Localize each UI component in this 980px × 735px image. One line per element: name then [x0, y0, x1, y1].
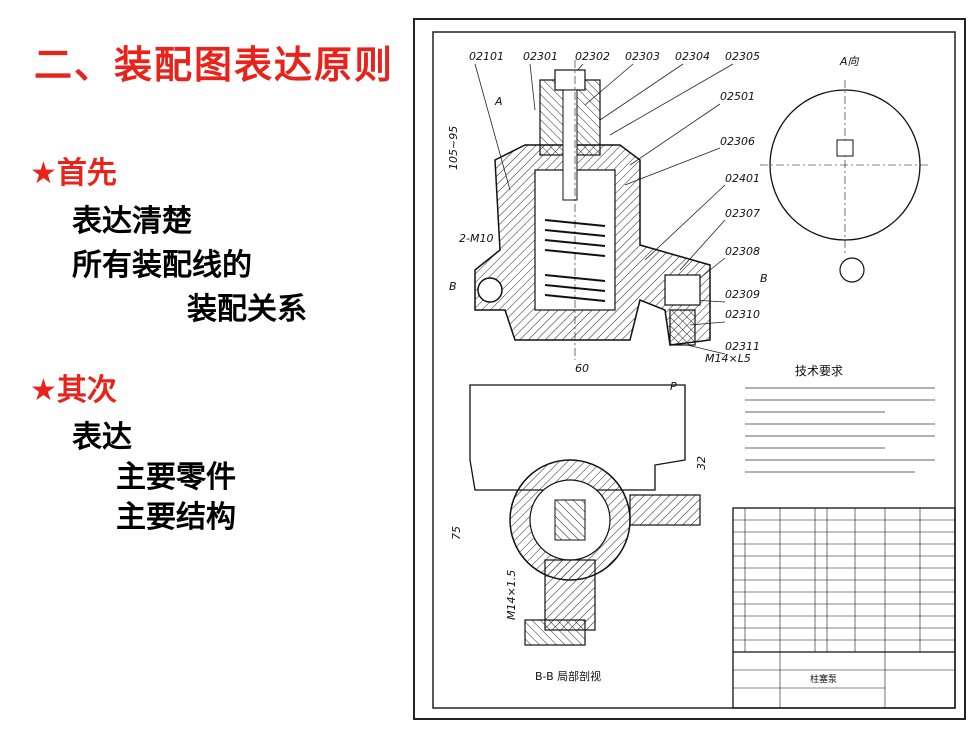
- lower-view: 60 P 32 75 M14×1.5 B-B 局部剖视: [450, 362, 708, 683]
- dim-m14: M14×L5: [705, 352, 751, 365]
- pn-02101: 02101: [469, 50, 504, 63]
- tech-req-title: 技术要求: [795, 364, 843, 378]
- pn-02304: 02304: [675, 50, 710, 63]
- pn-02308: 02308: [725, 245, 760, 258]
- section-view-label: B-B 局部剖视: [535, 669, 601, 683]
- second-heading: ★其次: [30, 373, 117, 408]
- label-b-left: B: [449, 280, 457, 293]
- pn-02501: 02501: [720, 90, 755, 103]
- dim-32: 32: [695, 456, 708, 470]
- label-p: P: [670, 380, 677, 393]
- pn-02401: 02401: [725, 172, 760, 185]
- pn-02311: 02311: [725, 340, 760, 353]
- pn-02303: 02303: [625, 50, 660, 63]
- title-block-name: 柱塞泵: [810, 673, 837, 685]
- pn-02306: 02306: [720, 135, 755, 148]
- first-heading: ★首先: [30, 156, 117, 191]
- dim-m14v: M14×1.5: [505, 570, 518, 620]
- second-line-2: 主要零件: [116, 460, 236, 495]
- dim-m10: 2-M10: [459, 232, 493, 245]
- label-b-right: B: [760, 272, 768, 285]
- pn-02302: 02302: [575, 50, 610, 63]
- dim-105: 105~95: [447, 126, 460, 170]
- pump-section-view: [474, 60, 711, 360]
- second-line-1: 表达: [72, 420, 132, 455]
- assembly-drawing: 02101 02301 02302 02303 02304 02305 0250…: [413, 18, 966, 720]
- assembly-drawing-svg: 02101 02301 02302 02303 02304 02305 0250…: [432, 31, 956, 709]
- label-a: A: [494, 95, 503, 108]
- pn-02310: 02310: [725, 308, 760, 321]
- first-line-2: 所有装配线的: [72, 248, 252, 283]
- pn-02309: 02309: [725, 288, 760, 301]
- pn-02307: 02307: [725, 207, 760, 220]
- title-block: [732, 507, 956, 709]
- pn-02305: 02305: [725, 50, 760, 63]
- a-view-label: A向: [839, 55, 860, 68]
- dim-60: 60: [575, 362, 589, 375]
- dim-75: 75: [450, 526, 463, 540]
- slide-title: 二、装配图表达原则: [34, 42, 395, 87]
- first-line-1: 表达清楚: [72, 204, 192, 239]
- second-line-3: 主要结构: [116, 500, 236, 535]
- a-view: A向: [760, 55, 930, 283]
- pn-02301: 02301: [523, 50, 558, 63]
- part-labels: 02101 02301 02302 02303 02304 02305 0250…: [469, 50, 760, 353]
- first-line-3: 装配关系: [187, 292, 307, 327]
